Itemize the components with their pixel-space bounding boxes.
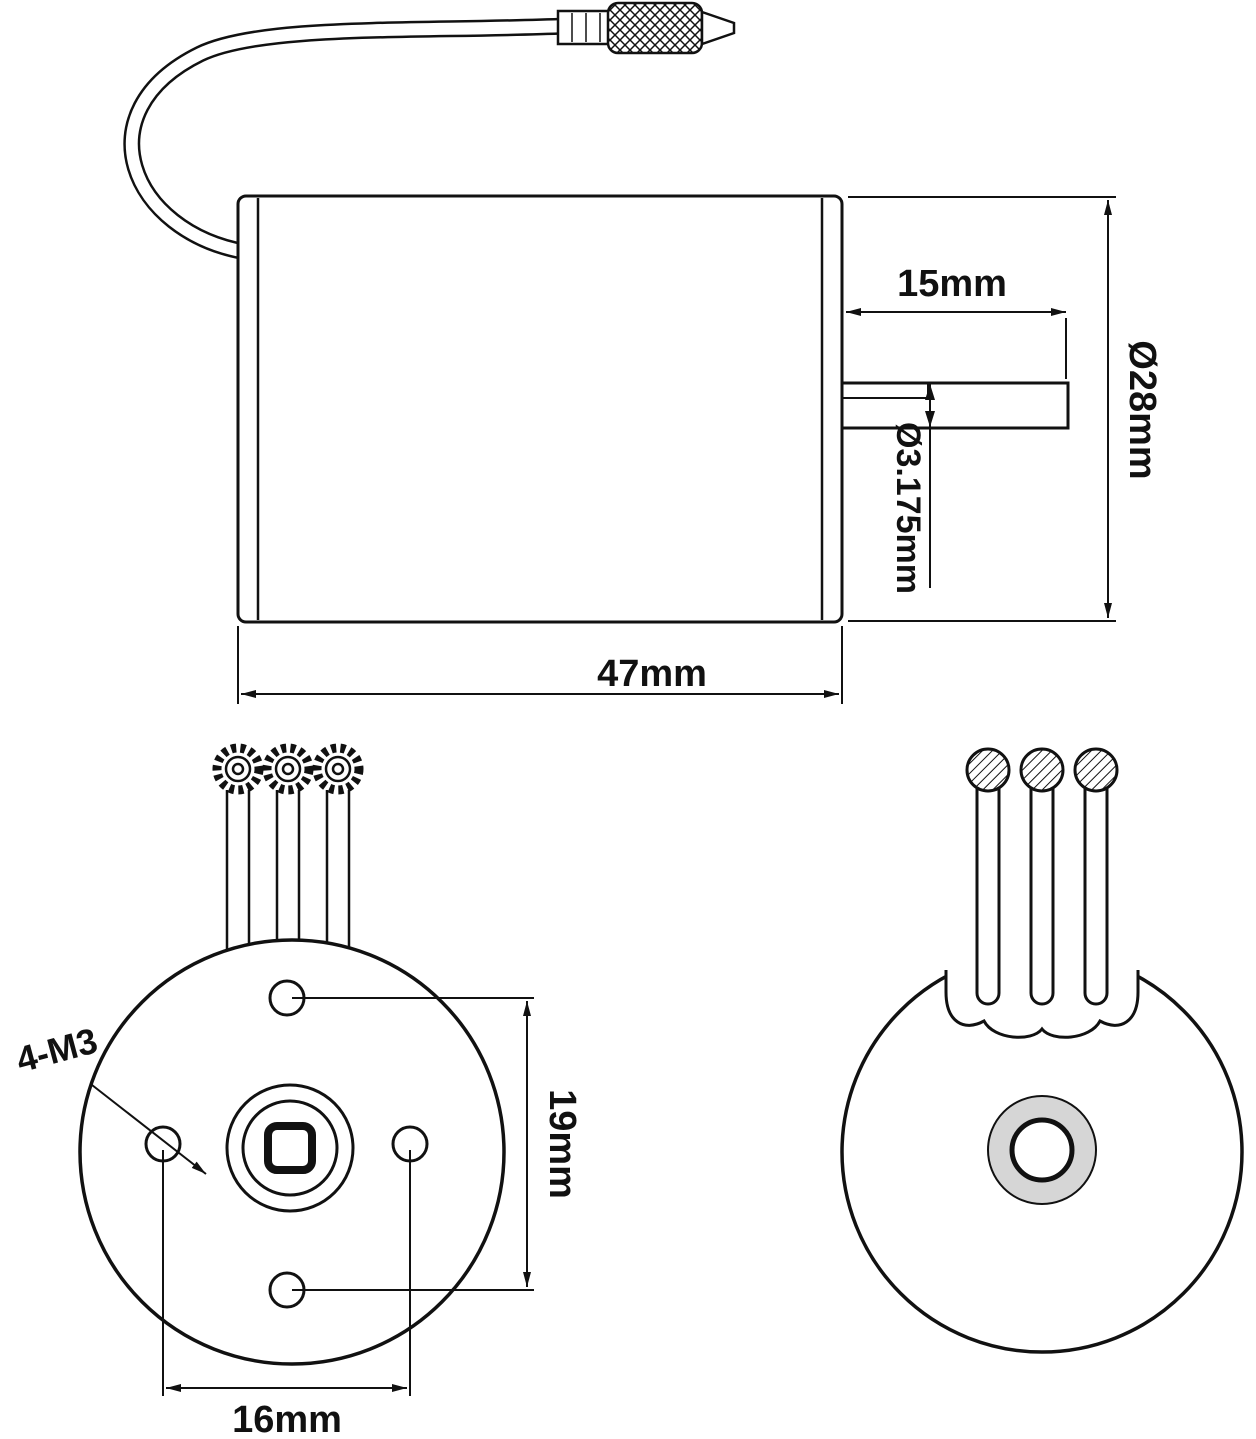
- connector-tip: [700, 10, 736, 46]
- arrowhead-up: [925, 384, 935, 400]
- motor-shaft: [840, 381, 1070, 430]
- connector-bore: [224, 755, 252, 783]
- wire-connector: [212, 743, 264, 795]
- mount-thread-label: 4-M3: [12, 1020, 102, 1081]
- shaft-diameter-label: Ø3.175mm: [889, 422, 927, 594]
- body-diameter-label: Ø28mm: [1121, 340, 1163, 479]
- wire-connector: [965, 747, 1011, 793]
- rear-wire: [1029, 772, 1055, 1006]
- dimension-body-diameter: Ø28mm: [848, 196, 1163, 622]
- hub-bore: [1009, 1117, 1075, 1183]
- arrowhead-down: [925, 411, 935, 427]
- wire-connector: [1073, 747, 1119, 793]
- wire-connector: [1019, 747, 1065, 793]
- side-view: 15mm Ø28mm Ø3.175mm 47mm: [123, 1, 1163, 704]
- dimension-hole-spacing-horizontal: 16mm: [162, 1150, 411, 1439]
- connector-bore: [324, 755, 352, 783]
- connector-crimp: [556, 9, 612, 46]
- cable-core: [125, 20, 567, 258]
- dimension-hole-spacing-vertical: 19mm: [292, 997, 583, 1291]
- connector-pin: [231, 762, 245, 776]
- hole-spacing-horizontal-label: 16mm: [232, 1399, 342, 1439]
- hole-spacing-vertical-label: 19mm: [541, 1089, 583, 1199]
- rear-wire: [975, 772, 1001, 1006]
- shaft-length-label: 15mm: [897, 263, 1007, 305]
- wire-opening-fill: [946, 938, 1138, 1038]
- dimension-shaft-length: 15mm: [846, 263, 1067, 379]
- wire-connector: [262, 743, 314, 795]
- connector-pin: [281, 762, 295, 776]
- dimension-body-length: 47mm: [237, 626, 843, 704]
- shaft-square-hole: [264, 1122, 316, 1174]
- dimension-shaft-diameter: Ø3.175mm: [889, 384, 935, 594]
- connector-pin: [331, 762, 345, 776]
- connector-bore: [274, 755, 302, 783]
- rear-view: [840, 747, 1244, 1354]
- front-center-boss: [225, 1083, 355, 1213]
- bullet-connector: [556, 1, 736, 55]
- wire-connector: [312, 743, 364, 795]
- front-view: 4-M3 19mm 16mm: [12, 743, 583, 1439]
- connector-knurl-barrel: [606, 1, 704, 55]
- body-length-label: 47mm: [597, 653, 707, 695]
- leader-line: [91, 1084, 207, 1175]
- rear-bearing-hub: [987, 1095, 1097, 1205]
- wire-opening-outline: [944, 970, 1140, 1039]
- rear-wire: [1083, 772, 1109, 1006]
- motor-cable: [123, 17, 567, 261]
- front-wires: [225, 790, 351, 952]
- motor-body: [236, 194, 844, 624]
